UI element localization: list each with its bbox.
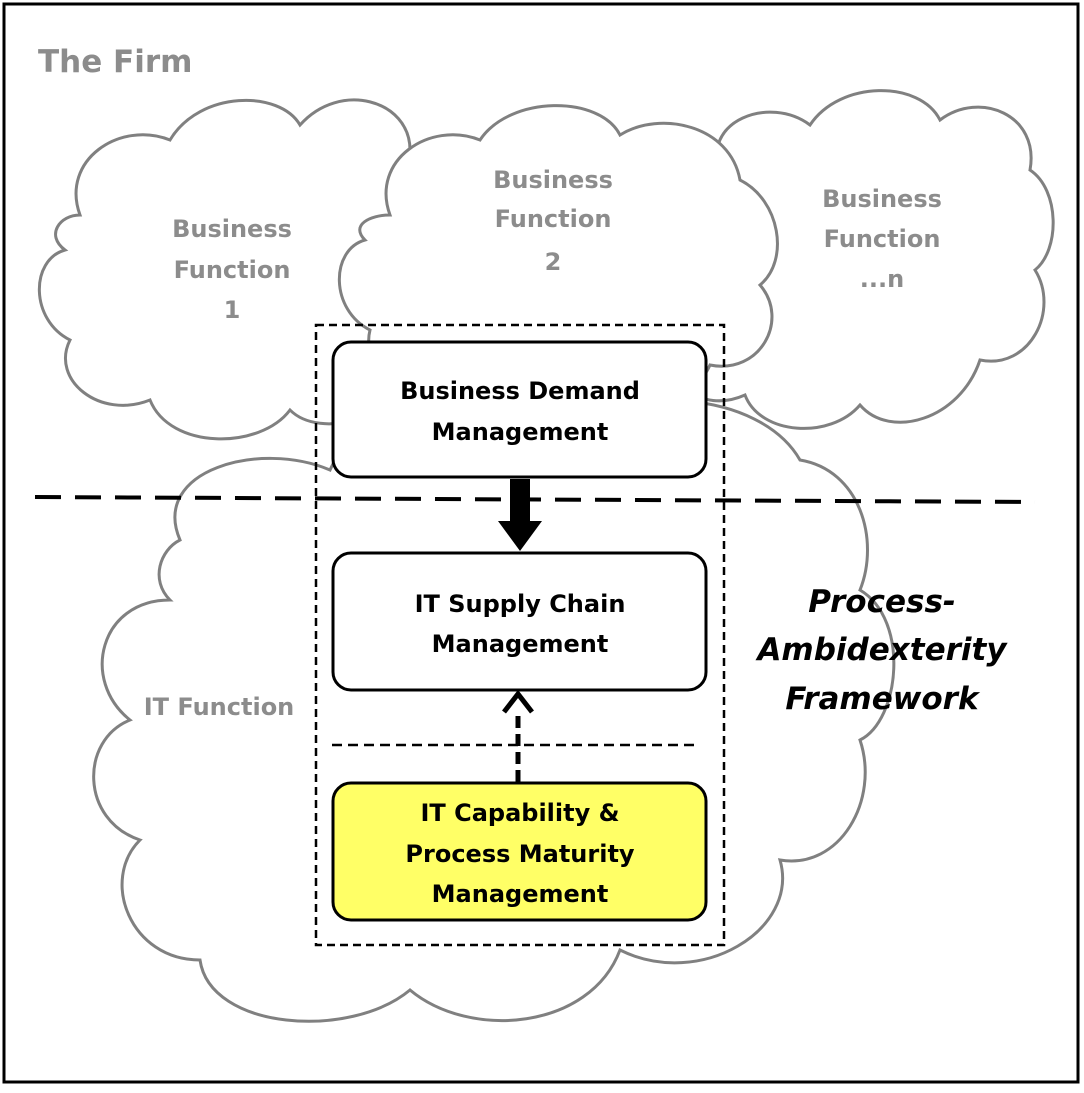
business-function-2-label-1: Business — [493, 166, 613, 194]
it-capability-box — [331, 781, 708, 922]
framework-label-2: Ambidexterity — [754, 632, 1008, 668]
business-function-1-label-3: 1 — [224, 296, 241, 324]
firm-title: The Firm — [38, 44, 192, 80]
business-function-n-label-3: ...n — [860, 265, 904, 293]
business-demand-box — [331, 340, 708, 479]
it-supply-chain-box — [331, 551, 708, 692]
framework-label-3: Framework — [785, 681, 981, 717]
firm-it-boundary-line — [34, 495, 1036, 504]
it-supply-chain-label-1: IT Supply Chain — [415, 590, 626, 618]
it-supply-chain-label-2: Management — [432, 630, 609, 658]
it-capability-label-1: IT Capability & — [420, 799, 619, 827]
business-demand-label-1: Business Demand — [400, 377, 640, 405]
it-capability-label-2: Process Maturity — [405, 840, 635, 868]
business-function-1-label-1: Business — [172, 215, 292, 243]
capability-arrow-head — [502, 689, 534, 714]
business-function-2-cloud — [337, 104, 779, 417]
business-function-n-label-2: Function — [824, 225, 941, 253]
business-function-2-label-3: 2 — [545, 248, 562, 276]
business-function-2-label-2: Function — [495, 205, 612, 233]
framework-container — [314, 323, 726, 947]
business-demand-label-2: Management — [432, 418, 609, 446]
framework-label-1: Process- — [808, 584, 956, 620]
demand-arrow-head — [498, 521, 542, 551]
business-function-1-label-2: Function — [174, 256, 291, 284]
it-capability-label-3: Management — [432, 880, 609, 908]
it-function-label: IT Function — [144, 693, 295, 721]
business-function-n-label-1: Business — [822, 185, 942, 213]
demand-arrow-shaft — [510, 479, 530, 523]
